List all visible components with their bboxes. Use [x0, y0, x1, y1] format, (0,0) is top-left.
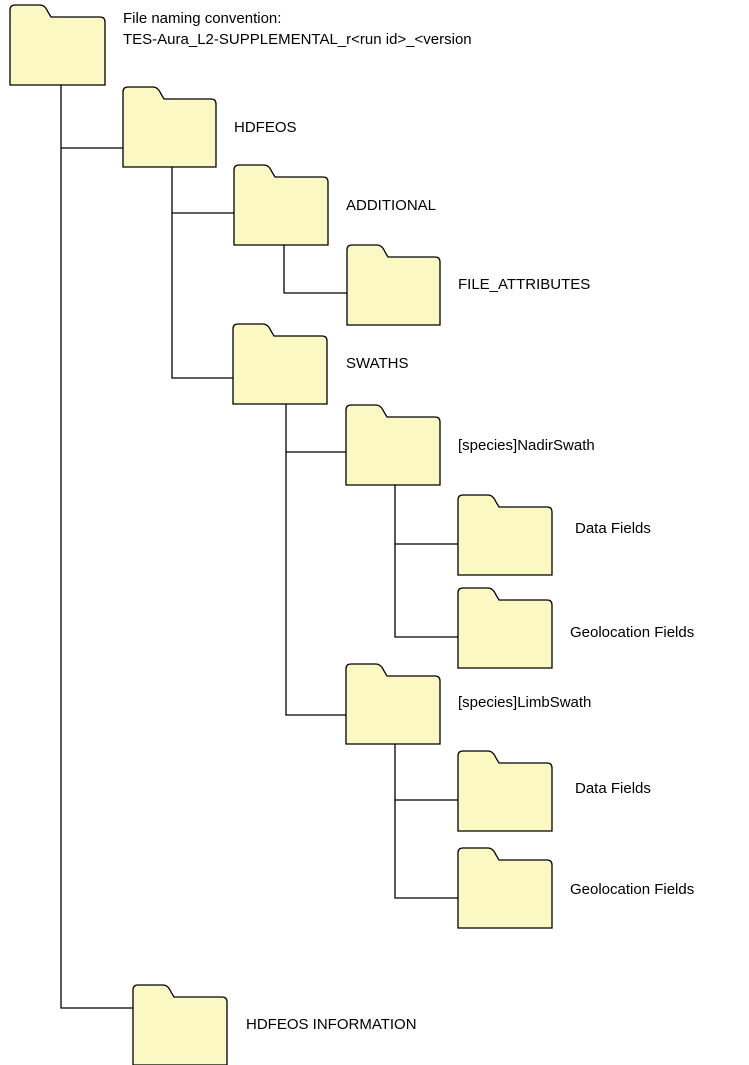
folder-icon[interactable]	[345, 663, 441, 745]
folder-icon[interactable]	[346, 244, 441, 326]
folder-icon[interactable]	[233, 164, 329, 246]
connector-limb	[394, 744, 458, 899]
folder-icon[interactable]	[457, 494, 553, 576]
folder-icon[interactable]	[132, 984, 228, 1065]
folder-icon[interactable]	[122, 86, 217, 168]
folder-label-hdfeos-information: HDFEOS INFORMATION	[246, 1016, 417, 1033]
tree-connectors	[60, 85, 458, 1009]
folder-label-limb-geolocation-fields: Geolocation Fields	[570, 881, 695, 898]
folder-label-nadir-geolocation-fields: Geolocation Fields	[570, 624, 695, 641]
folder-label-limb-data-fields: Data Fields	[575, 780, 651, 797]
connector-nadir	[394, 485, 458, 638]
folder-label-hdfeos: HDFEOS	[234, 119, 297, 136]
folder-icon[interactable]	[457, 750, 553, 832]
folder-icon[interactable]	[9, 4, 106, 86]
folder-icon[interactable]	[345, 404, 441, 486]
folder-label-additional: ADDITIONAL	[346, 197, 437, 214]
folder-icon[interactable]	[232, 323, 328, 405]
folder-icon[interactable]	[457, 847, 553, 929]
connector-swaths	[285, 404, 346, 716]
folder-label-limb-swath: [species]LimbSwath	[458, 694, 592, 711]
folder-icon[interactable]	[457, 587, 553, 669]
folder-label-swaths: SWATHS	[346, 355, 409, 372]
folders	[9, 4, 553, 1065]
naming-convention-pattern: TES-Aura_L2-SUPPLEMENTAL_r<run id>_<vers…	[123, 31, 472, 48]
folder-label-nadir-swath: [species]NadirSwath	[458, 437, 595, 454]
connector-additional	[283, 245, 347, 294]
naming-convention-title: File naming convention:	[123, 10, 282, 27]
connector-root	[60, 85, 133, 1009]
folder-label-nadir-data-fields: Data Fields	[575, 520, 651, 537]
connector-hdfeos	[171, 167, 234, 379]
folder-label-file-attributes: FILE_ATTRIBUTES	[458, 276, 591, 293]
